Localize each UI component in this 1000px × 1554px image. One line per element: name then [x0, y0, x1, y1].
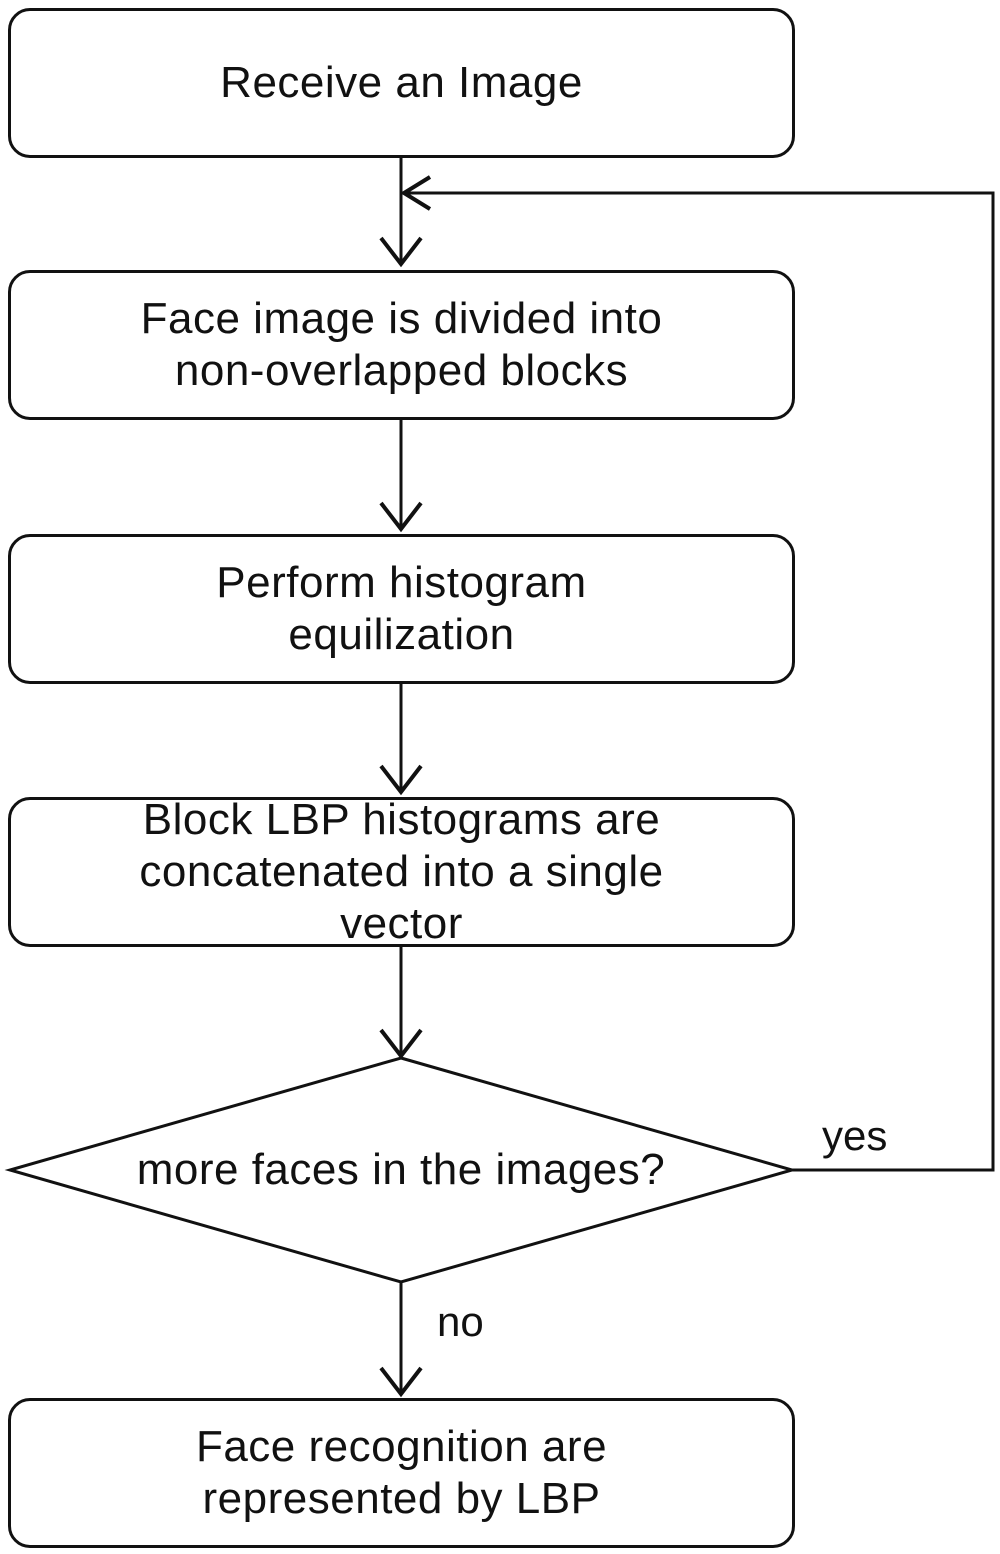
- arrowhead-yes-loop: [400, 175, 432, 211]
- step-histogram-equalization: Perform histogram equilization: [8, 534, 795, 684]
- step-divide-blocks: Face image is divided into non-overlappe…: [8, 270, 795, 420]
- step-divide-blocks-label: Face image is divided into non-overlappe…: [140, 294, 663, 395]
- arrowhead-final: [379, 1366, 423, 1398]
- step-concatenate-histograms: Block LBP histograms are concatenated in…: [8, 795, 795, 948]
- step-concatenate-histograms-label: Block LBP histograms are concatenated in…: [139, 795, 664, 948]
- edge-label-yes: yes: [822, 1112, 888, 1159]
- edge-label-no: no: [437, 1298, 484, 1345]
- arrowhead-decision: [379, 1028, 423, 1060]
- step-face-recognition-lbp: Face recognition are represented by LBP: [8, 1398, 795, 1548]
- yes-loop-connector: [406, 191, 995, 1172]
- decision-label: more faces in the images?: [136, 1145, 666, 1194]
- step-receive-image-label: Receive an Image: [220, 58, 583, 107]
- arrowhead-step2: [379, 236, 423, 268]
- arrowhead-step4: [379, 764, 423, 796]
- arrowhead-step3: [379, 501, 423, 533]
- step-receive-image: Receive an Image: [8, 8, 795, 158]
- step-face-recognition-lbp-label: Face recognition are represented by LBP: [195, 1422, 608, 1523]
- step-histogram-equalization-label: Perform histogram equilization: [216, 558, 587, 659]
